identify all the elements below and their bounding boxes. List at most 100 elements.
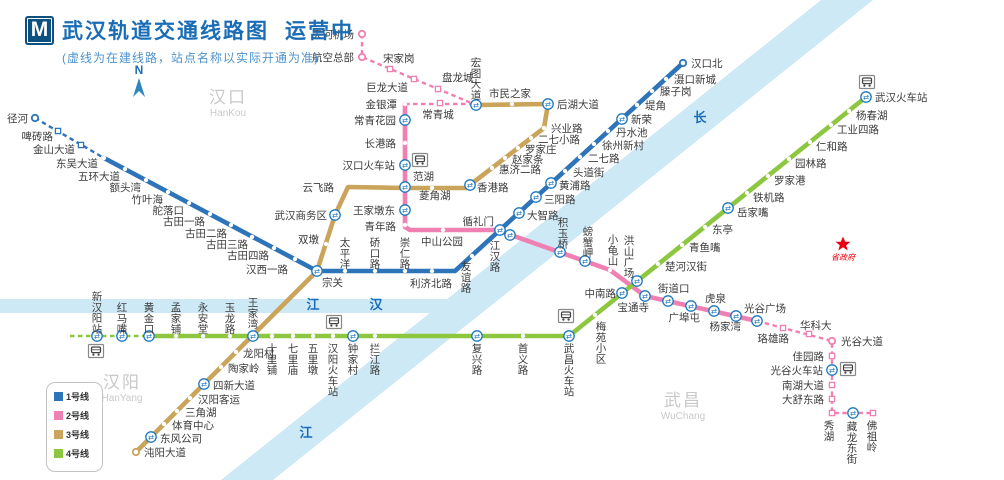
station-label: 宝通寺	[618, 301, 650, 314]
transfer-icon	[542, 98, 554, 110]
station-marker	[290, 333, 296, 339]
station-marker	[173, 333, 179, 339]
legend-item-4: 4号线	[54, 447, 102, 460]
han-river	[0, 299, 458, 313]
station-marker	[292, 256, 298, 262]
station-marker	[357, 52, 367, 62]
station-marker	[744, 190, 750, 196]
transfer-icon	[464, 179, 476, 191]
transfer-icon	[639, 290, 651, 302]
station-marker	[541, 125, 547, 131]
transfer-icon	[826, 364, 838, 376]
station-label: 二七小路	[538, 133, 580, 146]
river-label: 长	[693, 110, 707, 125]
station-marker	[386, 65, 394, 73]
station-label: 啤砖路	[22, 130, 54, 143]
station-label: 小龟山	[608, 234, 619, 268]
station-marker	[702, 224, 708, 230]
station-label: 岳家嘴	[737, 206, 769, 219]
transfer-icon	[730, 310, 742, 322]
station-label: 滕子岗	[660, 85, 692, 98]
transfer-icon	[347, 330, 359, 342]
station-marker	[402, 101, 408, 107]
station-label: 光谷大道	[841, 335, 883, 348]
station-label: 汉阳客运	[198, 393, 240, 406]
train-icon-wheel	[849, 371, 852, 374]
station-label: 东吴大道	[56, 157, 98, 170]
station-marker	[591, 141, 597, 147]
station-marker	[679, 242, 685, 248]
legend-color-swatch	[54, 449, 63, 458]
train-station-icon	[557, 308, 575, 324]
train-icon-wheel	[421, 162, 424, 165]
station-marker	[372, 333, 378, 339]
transfer-icon	[579, 255, 591, 267]
station-marker	[271, 245, 277, 251]
transfer-icon-glyph: ⇄	[402, 162, 408, 170]
station-label: 范湖	[413, 170, 434, 183]
station-label: 滠口新城	[674, 73, 716, 86]
station-marker	[828, 381, 836, 389]
station-marker	[186, 200, 192, 206]
station-label: 武汉商务区	[275, 209, 328, 222]
station-marker	[323, 241, 329, 247]
station-label: 楚河汉街	[665, 260, 707, 273]
transfer-icon-glyph: ⇄	[473, 102, 479, 110]
station-marker	[846, 108, 852, 114]
station-label: 古田三路	[206, 238, 248, 251]
transfer-icon	[399, 181, 411, 193]
station-label: 江汉路	[490, 240, 501, 274]
station-marker	[489, 165, 495, 171]
transfer-icon-glyph: ⇄	[148, 434, 154, 442]
station-label: 兴业路	[551, 122, 583, 135]
station-label: 黄浦路	[559, 179, 591, 192]
legend-item-label: 4号线	[66, 449, 90, 459]
station-label: 新汉阳站	[92, 290, 103, 335]
station-label: 广埠屯	[669, 311, 701, 324]
station-label: 崇仁路	[400, 237, 411, 271]
district-label: 武昌	[664, 391, 702, 410]
station-label: 积玉桥	[558, 217, 569, 251]
legend-color-swatch	[54, 430, 63, 439]
station-label: 宏图大道	[471, 56, 482, 101]
station-label: 秀湖	[824, 420, 835, 443]
station-label: 堤角	[645, 100, 666, 112]
station-marker	[207, 211, 213, 217]
transfer-icon-glyph: ⇄	[146, 333, 152, 341]
station-marker	[402, 268, 408, 274]
station-marker	[338, 184, 344, 190]
transfer-icon-glyph: ⇄	[733, 313, 739, 321]
station-label: 三阳路	[544, 193, 576, 206]
station-label: 罗家庄	[525, 143, 557, 156]
station-label: 新荣	[631, 113, 652, 126]
train-icon-wheel	[92, 353, 95, 356]
station-marker	[869, 409, 877, 417]
station-marker	[509, 101, 515, 107]
station-label: 铁机路	[753, 191, 785, 204]
station-label: 南湖大道	[782, 379, 824, 392]
station-label: 玉龙路	[225, 302, 236, 336]
train-icon-wheel	[863, 84, 866, 87]
train-icon-wheel	[562, 318, 565, 321]
transfer-icon-glyph: ⇄	[665, 298, 671, 306]
station-marker	[436, 99, 444, 107]
station-label: 七里庙	[288, 343, 299, 377]
transfer-icon	[471, 330, 483, 342]
station-marker	[174, 408, 180, 414]
station-marker	[607, 267, 613, 273]
transfer-icon	[662, 295, 674, 307]
station-marker	[828, 409, 836, 417]
station-marker	[161, 421, 167, 427]
district-label: 汉阳	[103, 373, 141, 392]
station-marker	[249, 234, 255, 240]
transfer-icon-glyph: ⇄	[754, 318, 760, 326]
train-station-icon	[325, 314, 343, 330]
transfer-icon-glyph: ⇄	[545, 101, 551, 109]
district-label-en: WuChang	[661, 411, 705, 422]
status-label: 运营中	[285, 20, 354, 43]
station-marker	[469, 253, 475, 259]
station-marker	[828, 352, 836, 360]
station-marker	[634, 102, 640, 108]
transfer-icon-glyph: ⇄	[402, 184, 408, 192]
